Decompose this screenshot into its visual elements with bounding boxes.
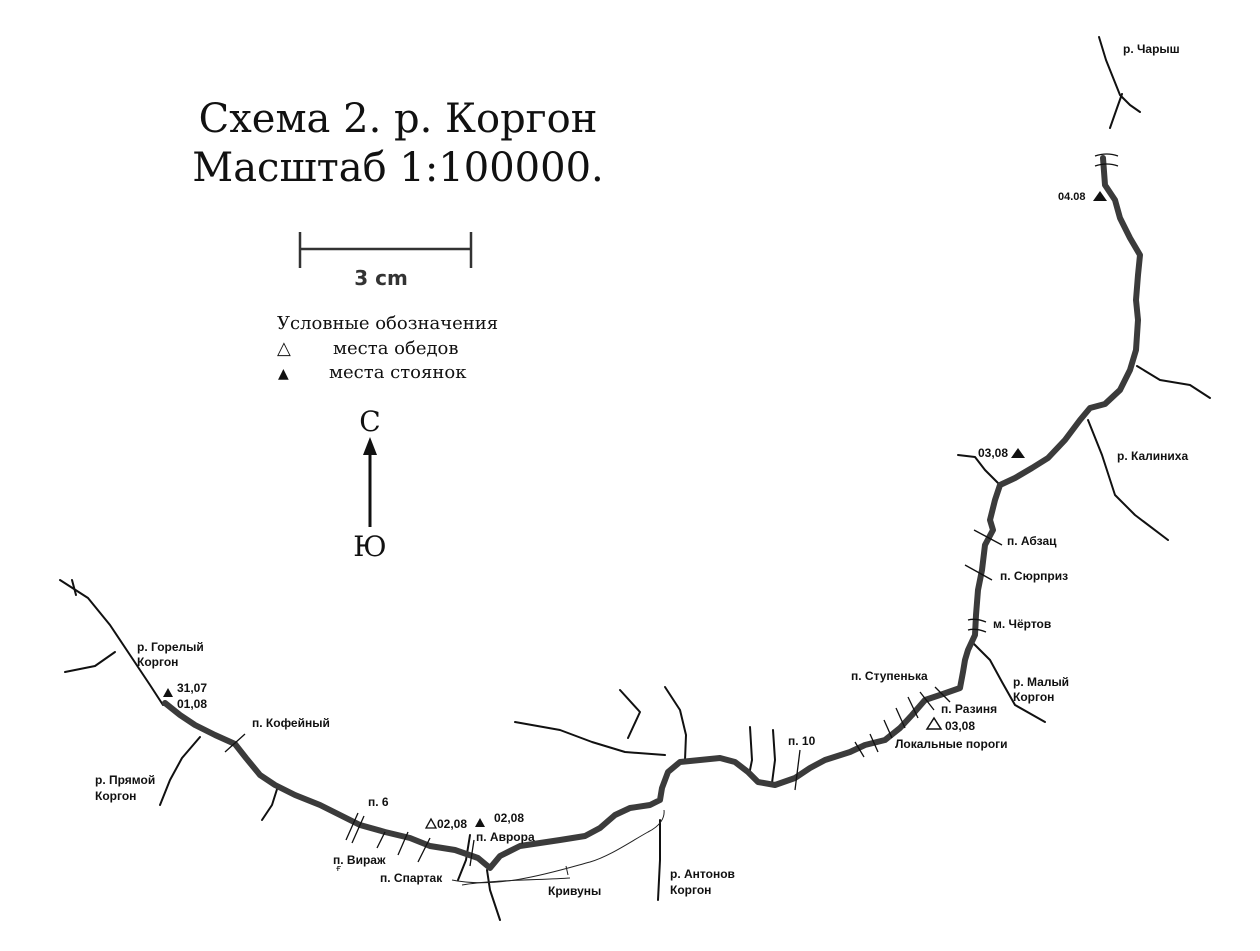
label-camp-0208: 02,08 bbox=[494, 811, 524, 825]
label-razinya: п. Разиня bbox=[941, 702, 997, 716]
label-antonov-2: Коргон bbox=[670, 883, 711, 897]
label-pryamoy-1: р. Прямой bbox=[95, 773, 155, 787]
camp-3107-icon bbox=[163, 688, 173, 697]
label-lokalnye: Локальные пороги bbox=[895, 737, 1008, 751]
camp-0308-icon bbox=[1011, 448, 1025, 458]
map-title-line2: Масштаб 1:100000. bbox=[192, 145, 604, 191]
label-kofeyny: п. Кофейный bbox=[252, 716, 330, 730]
legend-heading: Условные обозначения bbox=[277, 313, 498, 334]
rapids-marks bbox=[224, 153, 1119, 867]
label-gorely-1: р. Горелый bbox=[137, 640, 204, 654]
lunch-0208-icon bbox=[424, 817, 438, 829]
legend: Условные обозначения △ места обедов ▲ ме… bbox=[277, 313, 498, 383]
map-labels: р. Чарыш 04.08 03,08 р. Калиниха п. Абза… bbox=[95, 42, 1188, 898]
label-charysh: р. Чарыш bbox=[1123, 42, 1180, 56]
label-abzac: п. Абзац bbox=[1007, 534, 1057, 548]
label-p10: п. 10 bbox=[788, 734, 816, 748]
label-gorely-2: Коргон bbox=[137, 655, 178, 669]
thin-lines bbox=[451, 809, 665, 886]
label-kalinikha: р. Калиниха bbox=[1117, 449, 1188, 463]
label-chertov: м. Чёртов bbox=[993, 617, 1051, 631]
label-camp-0108: 01,08 bbox=[177, 697, 207, 711]
label-syurpriz: п. Сюрприз bbox=[1000, 569, 1068, 583]
lunch-0308-icon bbox=[925, 716, 943, 730]
camp-0208-icon bbox=[475, 818, 485, 827]
label-virazh: п. Вираж bbox=[333, 853, 386, 867]
compass-south-label: Ю bbox=[353, 530, 386, 563]
label-camp-0308: 03,08 bbox=[978, 446, 1008, 460]
legend-camp-label: места стоянок bbox=[329, 362, 467, 383]
label-spartak: п. Спартак bbox=[380, 871, 443, 885]
label-lunch-0208: 02,08 bbox=[437, 817, 467, 831]
label-maly-korgon-1: р. Малый bbox=[1013, 675, 1069, 689]
label-pryamoy-2: Коргон bbox=[95, 789, 136, 803]
camp-0408-icon bbox=[1093, 191, 1107, 201]
label-avrora: п. Аврора bbox=[476, 830, 535, 844]
legend-lunch-symbol: △ bbox=[277, 338, 291, 359]
label-antonov-1: р. Антонов bbox=[670, 867, 735, 881]
legend-camp-symbol: ▲ bbox=[278, 366, 289, 382]
tributaries bbox=[59, 36, 1211, 921]
scale-label: 3 cm bbox=[354, 266, 408, 290]
label-p6: п. 6 bbox=[368, 795, 389, 809]
label-maly-korgon-2: Коргон bbox=[1013, 690, 1054, 704]
label-krivuny: Кривуны bbox=[548, 884, 601, 898]
label-stupenka: п. Ступенька bbox=[851, 669, 928, 683]
map-symbols: ғ bbox=[163, 191, 1107, 874]
scale-bar: 3 cm bbox=[298, 232, 473, 290]
label-lunch-0308: 03,08 bbox=[945, 719, 975, 733]
virazh-small-mark: ғ bbox=[336, 864, 341, 874]
compass: С Ю bbox=[353, 405, 386, 563]
main-river bbox=[162, 155, 1143, 871]
label-camp-0408: 04.08 bbox=[1058, 191, 1086, 203]
legend-lunch-label: места обедов bbox=[333, 338, 459, 359]
compass-north-label: С bbox=[359, 405, 380, 438]
map-title-line1: Схема 2. р. Коргон bbox=[199, 96, 598, 142]
label-camp-3107: 31,07 bbox=[177, 681, 207, 695]
